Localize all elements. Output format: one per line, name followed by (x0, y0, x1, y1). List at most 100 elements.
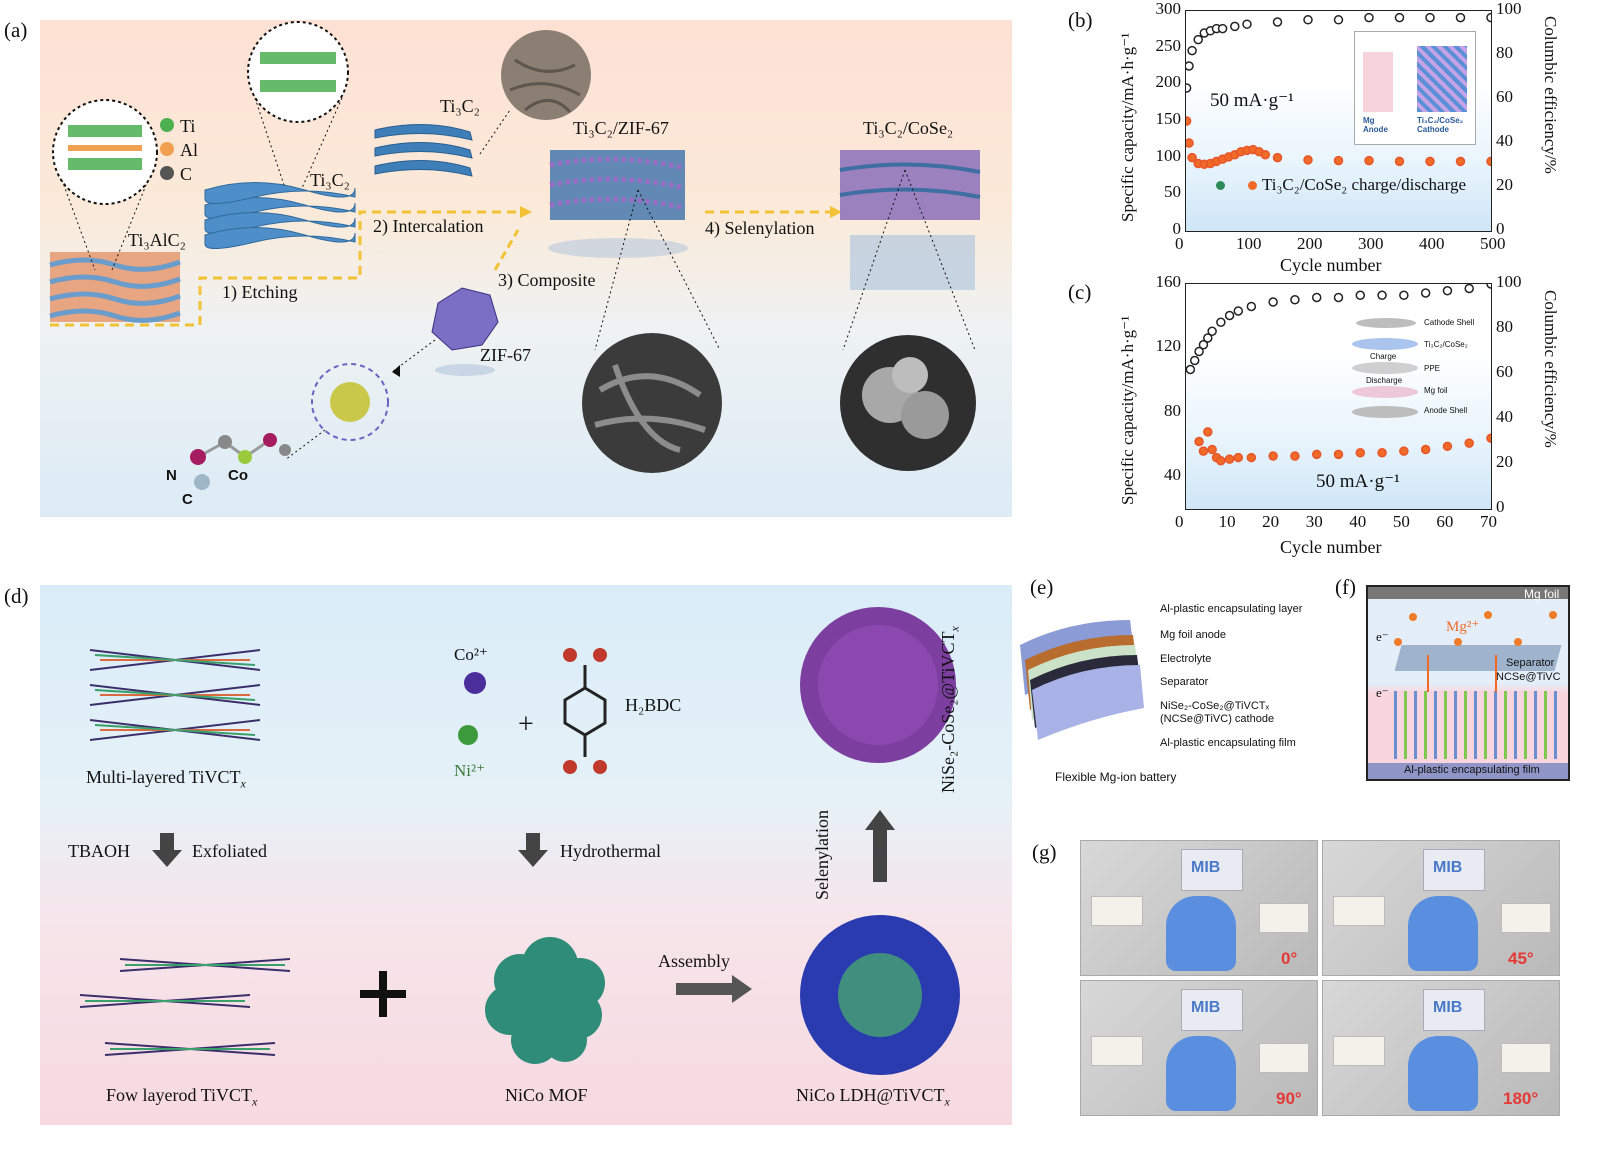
intercalation-step: 2) Intercalation (373, 216, 484, 236)
tbaoh-label: TBAOH (68, 841, 130, 861)
panel-d-scheme: Multi-layered TiVCTx Co²⁺ Ni²⁺ + H₂BDC T… (40, 585, 1012, 1125)
mib-text: MIB (1191, 999, 1221, 1016)
led-box-left (1333, 1036, 1385, 1066)
y-right-tick-label: 20 (1496, 175, 1513, 194)
panel-b-inset: Mg Anode Ti₃C₂/CoSe₂ Cathode (1354, 31, 1476, 145)
x-tick-label: 300 (1358, 234, 1384, 253)
efficiency-point (1425, 12, 1435, 23)
efficiency-point (1230, 21, 1240, 32)
efficiency-point (1194, 346, 1204, 357)
battery-pouch (1423, 989, 1485, 1031)
capacity-point (1394, 156, 1405, 167)
led-box-right (1259, 903, 1309, 933)
efficiency-point (1311, 292, 1322, 303)
capacity-point (1216, 456, 1226, 466)
mib-text: MIB (1191, 859, 1221, 876)
efficiency-point (1189, 355, 1200, 366)
x-tick-label: 70 (1480, 512, 1497, 531)
ti3c2-zif67-label: Ti₃C₂/ZIF-67 (573, 118, 669, 138)
h2bdc-molecule (563, 648, 607, 774)
panel-b-legend: Ti₃C₂/CoSe₂ charge/discharge (1262, 175, 1466, 194)
inset-mg-foil: Mg foil (1424, 386, 1448, 395)
y-right-tick-label: 80 (1496, 43, 1513, 62)
nico-mof-particle (485, 937, 605, 1064)
panel-c-ylabel-left: Specific capacity/mA·h·g⁻¹ (1118, 315, 1137, 505)
inset-anode-shell: Anode Shell (1424, 406, 1468, 415)
legend-al-text: Al (180, 140, 198, 160)
y-left-tick-label: 300 (1155, 0, 1182, 18)
capacity-point (1187, 152, 1197, 163)
y-left-tick-label: 50 (1164, 182, 1181, 202)
capacity-point (1333, 155, 1344, 166)
x-tick-label: 60 (1436, 512, 1454, 531)
zif-cage (311, 363, 389, 441)
y-left-tick-label: 200 (1155, 72, 1182, 92)
capacity-point (1186, 116, 1192, 126)
glove-hand (1408, 896, 1478, 971)
capacity-point (1194, 436, 1204, 447)
battery-layer-label: NiSe₂-CoSe₂@TiVCTₓ (1160, 700, 1270, 712)
multilayer-tivct-graphic (89, 649, 261, 741)
panel-c-ylabel-right: Columbic efficiency/% (1541, 290, 1560, 448)
big-plus-vertical (379, 971, 387, 1017)
selenylation-label: Selenylation (812, 810, 832, 900)
efficiency-point (1355, 290, 1366, 300)
encapsulating-film-bar (1368, 763, 1568, 779)
ncse-text: NCSe@TiVC (1496, 671, 1561, 683)
ti-legend-dot (160, 118, 174, 132)
bend-angle-label: 180° (1503, 1089, 1539, 1108)
battery-pouch (1181, 849, 1243, 891)
ti3c2-zoom-circle (247, 21, 349, 123)
efficiency-point (1464, 284, 1474, 294)
capacity-point (1486, 433, 1491, 444)
y-left-tick-label: 100 (1155, 145, 1182, 165)
efficiency-point (1333, 292, 1344, 303)
x-tick-label: 0 (1175, 234, 1184, 253)
y-left-tick-label: 160 (1155, 272, 1182, 291)
x-tick-label: 40 (1349, 512, 1367, 531)
efficiency-point (1207, 326, 1217, 336)
panel-c-chart (1186, 284, 1491, 466)
x-tick-label: 50 (1392, 512, 1410, 531)
efficiency-point (1272, 17, 1283, 27)
ti3c2-zif67-composite (549, 150, 686, 220)
electron-bottom-text: e⁻ (1376, 685, 1389, 700)
anode-shell-disk (1352, 406, 1418, 418)
ligand-molecule (190, 433, 291, 490)
capacity-point (1486, 156, 1491, 167)
atom-co-label: Co (228, 467, 248, 484)
assembly-arrow (676, 975, 752, 1003)
panel-c-annotation: 50 mA·g⁻¹ (1316, 471, 1400, 492)
inset-charge: Charge (1370, 352, 1397, 361)
y-right-tick-label: 80 (1496, 317, 1513, 336)
hydrothermal-label: Hydrothermal (560, 841, 661, 861)
h2bdc-label: H₂BDC (625, 695, 682, 715)
capacity-point (1224, 454, 1235, 464)
capacity-point (1260, 149, 1271, 160)
capacity-point (1246, 452, 1257, 463)
y-right-tick-label: 60 (1496, 362, 1513, 381)
capacity-point (1233, 452, 1244, 463)
mg-anode-block (1363, 52, 1393, 112)
efficiency-point (1186, 364, 1196, 375)
mg-foil-bar (1368, 587, 1568, 599)
panel-e-label: (e) (1030, 575, 1054, 599)
co-ion-sphere (464, 672, 486, 694)
led-box-right (1259, 1043, 1309, 1073)
composite-step: 3) Composite (498, 270, 596, 290)
y-right-tick-label: 40 (1496, 131, 1513, 150)
efficiency-point (1216, 317, 1226, 327)
nise2-cose2-label: NiSe₂-CoSe₂@TiVCTx (938, 626, 962, 793)
capacity-point (1186, 138, 1194, 148)
zif-cage-pore (330, 382, 370, 422)
inset-cathode-text: Ti₃C₂/CoSe₂ Cathode (1417, 116, 1464, 134)
mg-ion-text: Mg²⁺ (1446, 619, 1480, 635)
film-text: Al-plastic encapsulating film (1404, 764, 1540, 776)
selenylation-arrow (865, 810, 895, 882)
efficiency-point (1455, 12, 1466, 23)
small-plus: + (518, 709, 534, 740)
led-box-left (1091, 1036, 1143, 1066)
bend-angle-label: 0° (1281, 949, 1298, 968)
